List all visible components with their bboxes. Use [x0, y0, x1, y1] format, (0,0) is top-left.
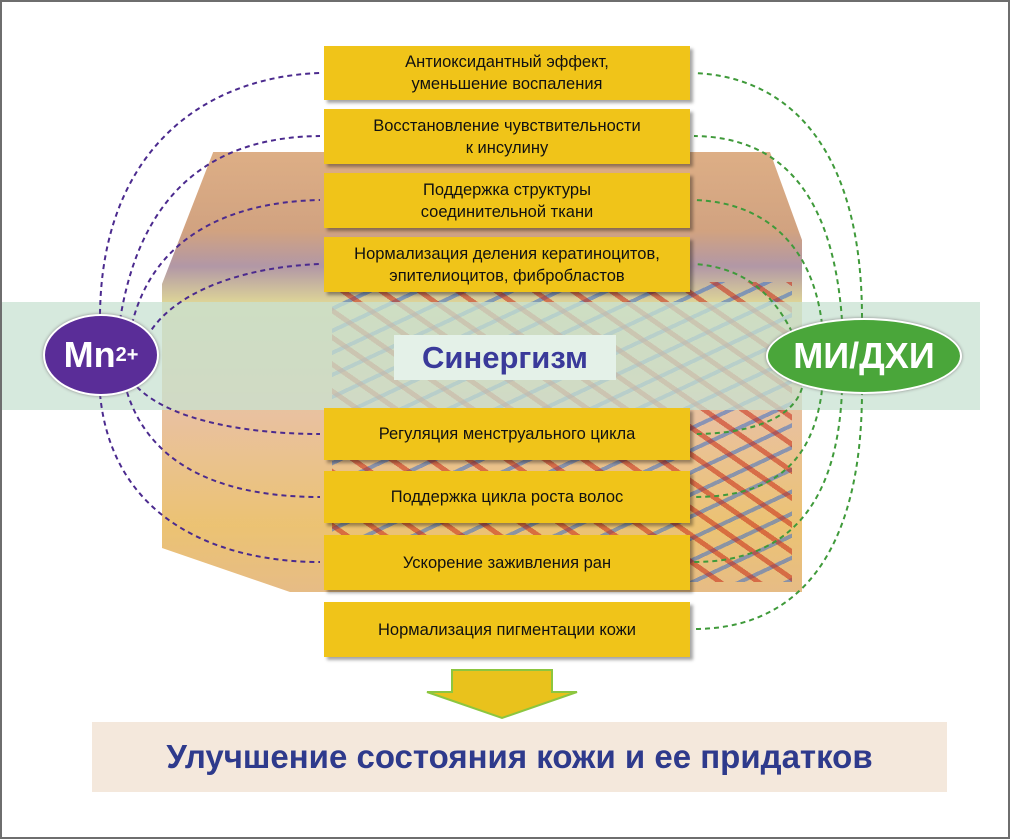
effect-box-insulin: Восстановление чувствительности к инсули…: [324, 109, 690, 164]
mn-base: Mn: [63, 334, 116, 375]
synergy-label: Синергизм: [394, 335, 616, 380]
effect-box-hair: Поддержка цикла роста волос: [324, 471, 690, 523]
effect-box-antioxidant: Антиоксидантный эффект, уменьшение воспа…: [324, 46, 690, 100]
mi-dxi-badge: МИ/ДХИ: [766, 318, 962, 394]
mn-connectors: [99, 72, 321, 563]
mn-charge: 2+: [115, 343, 139, 366]
effect-box-cell-division: Нормализация деления кератиноцитов, эпит…: [324, 237, 690, 292]
effect-box-pigmentation: Нормализация пигментации кожи: [324, 602, 690, 657]
down-arrow-icon: [426, 669, 578, 720]
conclusion-banner: Улучшение состояния кожи и ее придатков: [92, 722, 947, 792]
effect-box-connective-tissue: Поддержка структуры соединительной ткани: [324, 173, 690, 228]
effect-box-wound-healing: Ускорение заживления ран: [324, 535, 690, 590]
effect-box-menstrual: Регуляция менструального цикла: [324, 408, 690, 460]
mi-connectors: [693, 72, 863, 630]
